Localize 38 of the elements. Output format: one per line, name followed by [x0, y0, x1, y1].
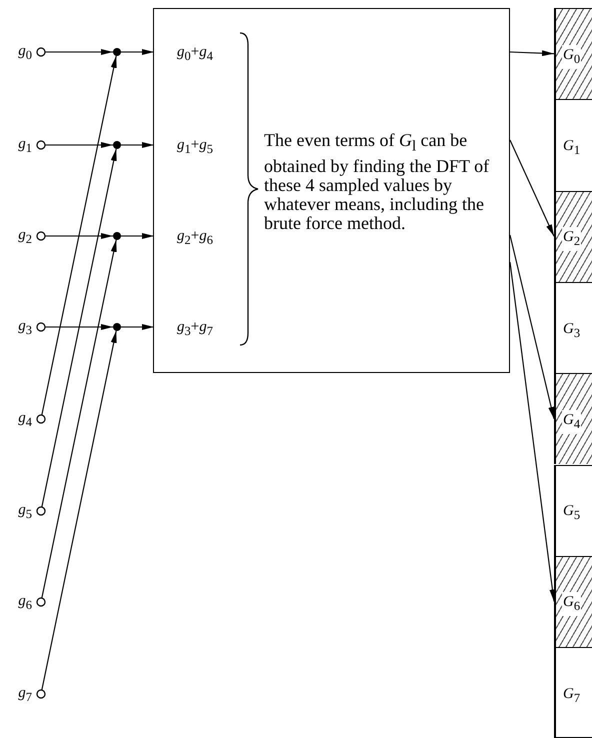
summing-dot	[112, 231, 122, 241]
arrow	[121, 324, 154, 330]
arrow	[41, 56, 117, 416]
arrow	[121, 49, 154, 55]
arrow	[509, 234, 555, 419]
arrow	[45, 324, 113, 330]
signal-label: g$_{1}$	[18, 135, 32, 157]
arrow	[45, 142, 113, 148]
arrow	[121, 142, 154, 148]
sum-expression: g$_{0}$+g$_{4}$	[155, 43, 213, 65]
summing-dot	[112, 47, 122, 57]
signal-label: g$_{6}$	[18, 592, 32, 614]
sum-expression: g$_{2}$+g$_{6}$	[155, 227, 213, 249]
arrow	[41, 330, 117, 690]
arrow	[509, 262, 556, 602]
sum-expression: g$_{3}$+g$_{7}$	[155, 318, 213, 340]
arrow	[510, 50, 554, 56]
arrow	[121, 233, 154, 239]
output-label: G$_{0}$	[562, 44, 582, 69]
signal-label: g$_{2}$	[18, 226, 32, 248]
arrow	[510, 140, 554, 236]
output-label: G$_{4}$	[562, 410, 582, 434]
output-label: G$_{2}$	[562, 227, 582, 252]
signal-label: g$_{4}$	[18, 409, 32, 431]
summing-dot	[112, 322, 122, 332]
arrow	[45, 233, 113, 239]
signal-label: g$_{0}$	[18, 42, 32, 64]
output-label: G$_{6}$	[562, 592, 582, 616]
arrow	[45, 49, 113, 55]
description-text: The even terms of G$_{l}$ can be obtained by finding the DFT of these 4 sampled values by whatever means, including the brute force method.	[264, 131, 490, 233]
signal-label: g$_{3}$	[18, 317, 32, 339]
sum-expression: g$_{1}$+g$_{5}$	[155, 136, 213, 158]
process-box	[153, 8, 510, 373]
arrow	[41, 148, 117, 508]
summing-dot	[112, 140, 122, 150]
signal-label: g$_{7}$	[18, 684, 32, 706]
signal-label: g$_{5}$	[18, 501, 32, 523]
arrow	[41, 240, 117, 598]
